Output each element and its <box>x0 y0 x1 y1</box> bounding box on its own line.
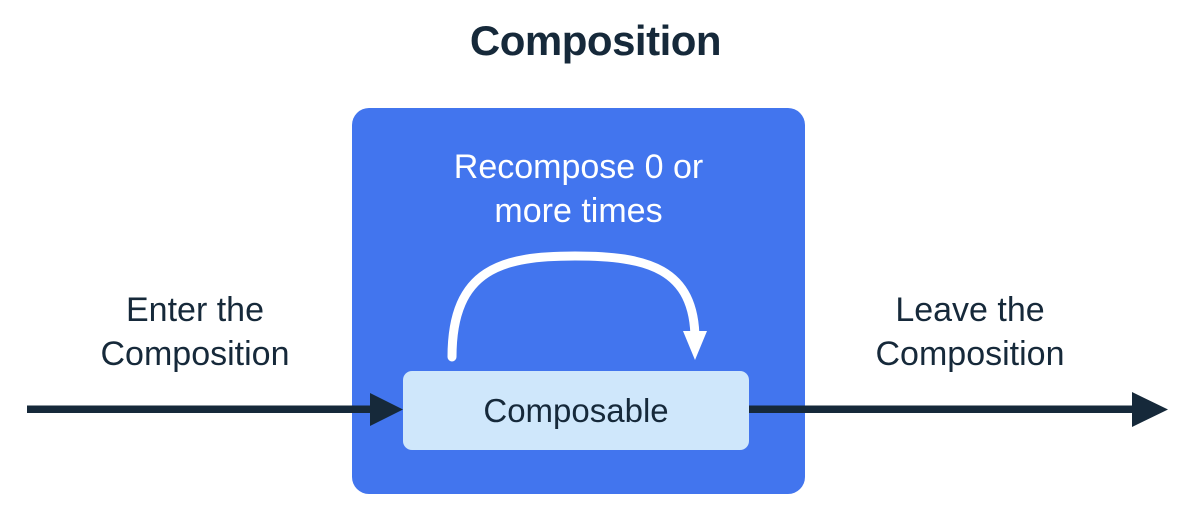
recompose-caption: Recompose 0 or more times <box>352 146 805 233</box>
recompose-caption-line-1: Recompose 0 or <box>453 148 704 186</box>
leave-composition-arrow <box>749 392 1168 427</box>
leave-composition-label-line-2: Composition <box>875 335 1065 374</box>
page-title: Composition <box>469 17 722 64</box>
enter-composition-label-line-2: Composition <box>100 335 290 374</box>
enter-composition-arrow <box>27 393 403 426</box>
leave-composition-label: Leave the Composition <box>815 288 1125 376</box>
enter-composition-label: Enter the Composition <box>40 288 350 376</box>
enter-composition-label-line-1: Enter the <box>126 291 264 329</box>
recompose-caption-line-2: more times <box>494 191 663 230</box>
composable-label: Composable <box>483 392 669 429</box>
composable-box: Composable <box>403 371 749 450</box>
leave-composition-label-line-1: Leave the <box>895 291 1045 329</box>
